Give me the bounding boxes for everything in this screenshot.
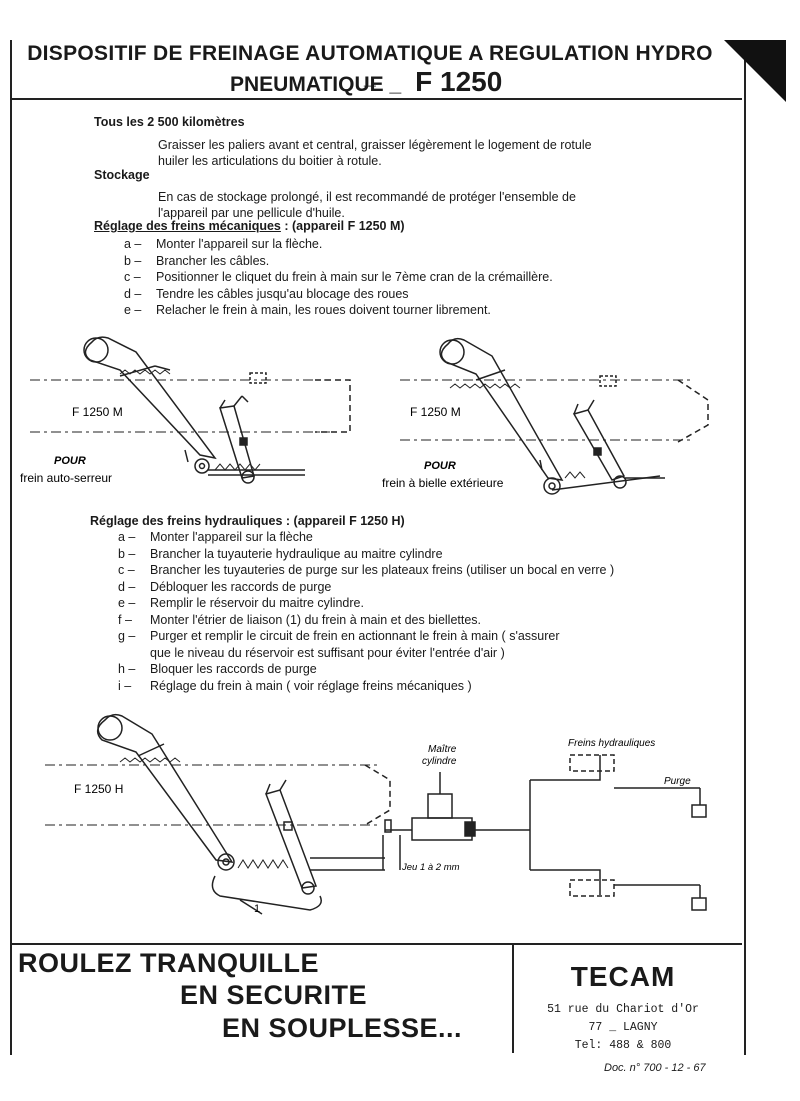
mechanical-heading: Réglage des freins mécaniques [94, 219, 281, 233]
mechanical-steps: a –Monter l'appareil sur la flèche. b –B… [124, 237, 553, 320]
company-address: 51 rue du Chariot d'Or [547, 1003, 699, 1016]
fig2-model-label: F 1250 M [410, 405, 461, 419]
hydraulic-step: que le niveau du réservoir est suffisant… [150, 645, 505, 660]
title-line2: PNEUMATIQUE _F 1250 [230, 66, 503, 97]
mechanical-step: a –Monter l'appareil sur la flèche. [124, 237, 323, 251]
fig2-caption: frein à bielle extérieure [382, 476, 504, 490]
master-cylinder-label-1: Maître [428, 744, 457, 755]
hydraulic-step: c –Brancher les tuyauteries de purge sur… [118, 563, 615, 577]
mechanical-step: b –Brancher les câbles. [124, 253, 270, 268]
mechanical-step: c –Positionner le cliquet du frein à mai… [124, 270, 553, 284]
hydraulic-step: b –Brancher la tuyauterie hydraulique au… [118, 546, 443, 561]
fig2-pour-label: POUR [424, 460, 456, 472]
company-phone: Tel: 488 & 800 [574, 1039, 672, 1052]
mechanical-section-title: Réglage des freins mécaniques : (apparei… [94, 219, 405, 233]
purge-label: Purge [664, 776, 691, 787]
mechanical-step: e –Relacher le frein à main, les roues d… [124, 303, 491, 317]
hydraulic-steps: a –Monter l'appareil sur la flèche b –Br… [118, 530, 614, 695]
title-line1: DISPOSITIF DE FREINAGE AUTOMATIQUE A REG… [27, 42, 713, 89]
mechanical-brake-diagram-auto: F 1250 M POUR frein auto-serreur [20, 336, 351, 485]
slogan-line2: EN SECURITE [180, 980, 368, 1010]
model-number: F 1250 [415, 66, 503, 97]
footer-rule [12, 943, 742, 945]
hydraulic-brakes-label: Freins hydrauliques [568, 738, 655, 749]
maintenance-text-2: huiler les articulations du boitier à ro… [158, 154, 382, 168]
hydraulic-section-title: Réglage des freins hydrauliques : (appar… [90, 514, 405, 528]
hydraulic-step: d –Débloquer les raccords de purge [118, 579, 332, 594]
document-number: Doc. n° 700 - 12 - 67 [604, 1062, 706, 1074]
stirrup-label: 1 [254, 903, 260, 915]
mechanical-device: : (appareil F 1250 M) [284, 219, 405, 233]
mechanical-brake-diagram-rod: F 1250 M POUR frein à bielle extérieure [382, 337, 709, 495]
hydraulic-step: i –Réglage du frein à main ( voir réglag… [118, 678, 472, 693]
hydraulic-step: g –Purger et remplir le circuit de frein… [118, 629, 560, 643]
mechanical-step: d –Tendre les câbles jusqu'au blocage de… [124, 286, 409, 301]
hydraulic-step: f –Monter l'étrier de liaison (1) du fre… [118, 612, 482, 627]
company-city: 77 _ LAGNY [588, 1021, 658, 1034]
hydraulic-step: h –Bloquer les raccords de purge [118, 662, 317, 676]
master-cylinder-label-2: cylindre [422, 756, 457, 767]
slogan-line1: ROULEZ TRANQUILLE [18, 948, 319, 978]
stockage-text-1: En cas de stockage prolongé, il est reco… [158, 190, 576, 204]
company-box: TECAM 51 rue du Chariot d'Or 77 _ LAGNY … [512, 945, 732, 1053]
stockage-heading: Stockage [94, 168, 150, 182]
hydraulic-heading: Réglage des freins hydrauliques [90, 514, 283, 528]
slogan-line3: EN SOUPLESSE... [222, 1013, 463, 1043]
fig3-model-label: F 1250 H [74, 782, 123, 796]
document-frame [10, 40, 746, 1055]
maintenance-heading: Tous les 2 500 kilomètres [94, 115, 245, 129]
hydraulic-step: e –Remplir le réservoir du maitre cylind… [118, 596, 364, 610]
fig1-pour-label: POUR [54, 455, 86, 467]
company-name: TECAM [570, 961, 676, 992]
fig1-model-label: F 1250 M [72, 405, 123, 419]
fig1-caption: frein auto-serreur [20, 471, 112, 485]
maintenance-text-1: Graisser les paliers avant et central, g… [158, 138, 592, 152]
hydraulic-step: a –Monter l'appareil sur la flèche [118, 530, 313, 544]
title-rule [12, 98, 742, 100]
play-label: Jeu 1 à 2 mm [401, 862, 460, 873]
corner-triangle [724, 40, 786, 102]
stockage-text-2: l'appareil par une pellicule d'huile. [158, 206, 345, 220]
hydraulic-brake-diagram: F 1250 H Maître cylindre Jeu 1 à 2 mm Fr… [45, 713, 707, 915]
hydraulic-device: : (appareil F 1250 H) [285, 514, 405, 528]
